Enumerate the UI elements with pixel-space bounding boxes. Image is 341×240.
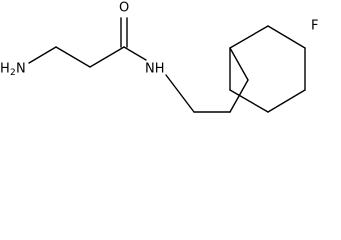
molecule-structure: H 2 N O NH F <box>0 1 318 113</box>
bond-n-c1 <box>28 46 57 64</box>
amide-nh-label: NH <box>145 62 165 77</box>
ring-bond-7 <box>229 89 269 113</box>
atom-labels: H 2 N O NH F <box>0 1 318 79</box>
ring-bond-4 <box>267 25 306 49</box>
ring-bond-2 <box>229 47 249 81</box>
oxygen-label: O <box>119 1 129 16</box>
bond-c1-c2 <box>55 46 91 68</box>
bond-c2-c3 <box>89 46 125 68</box>
ring-bond-3 <box>229 25 269 49</box>
bond-c3-nh <box>123 46 147 61</box>
ring-bond-6 <box>267 89 306 113</box>
bond-nh-c4 <box>165 74 195 113</box>
fluorine-label: F <box>311 19 318 34</box>
bonds <box>28 17 306 113</box>
amine-subscript: 2 <box>10 68 16 78</box>
amine-h-label: H <box>0 62 10 77</box>
amine-n-label: N <box>16 62 26 77</box>
